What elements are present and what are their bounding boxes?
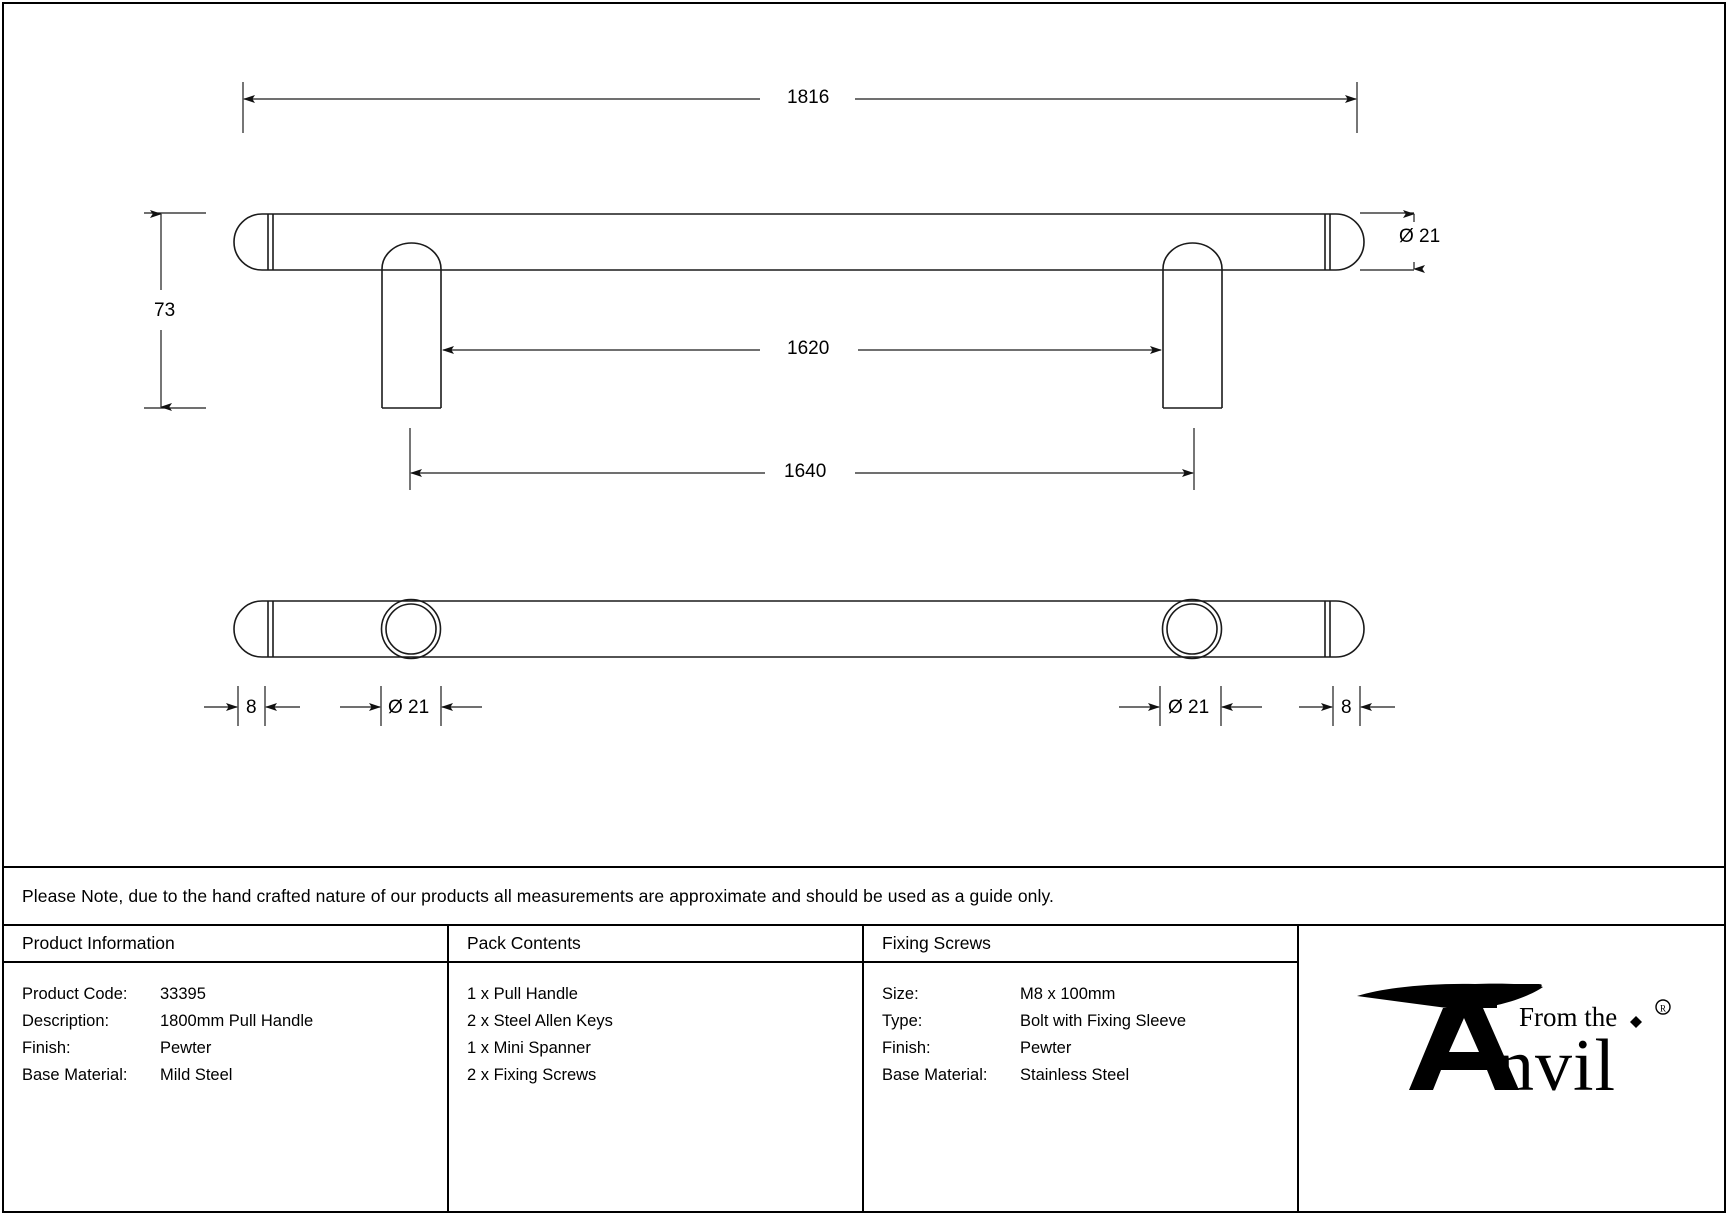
please-note-text: Please Note, due to the hand crafted nat…: [22, 885, 1055, 906]
dimension-label-right-rose: Ø 21: [1168, 697, 1210, 718]
screw-type-label: Type:: [882, 1012, 923, 1030]
pack-contents-heading: Pack Contents: [449, 926, 862, 963]
base-material-value: Mild Steel: [160, 1066, 233, 1084]
screw-size-label: Size:: [882, 985, 919, 1003]
anvil-logo-graphic: nvil From the R From the Anvil: [1347, 978, 1677, 1098]
technical-drawing-area: 1816 73 1620 1640 Ø 21 8 Ø 21 Ø 21 8: [144, 82, 1441, 726]
dimension-label-right-8: 8: [1341, 697, 1352, 718]
list-item: 2 x Fixing Screws: [467, 1066, 597, 1084]
base-material-label: Base Material:: [22, 1066, 128, 1084]
description-value: 1800mm Pull Handle: [160, 1012, 314, 1030]
product-code-value: 33395: [160, 985, 206, 1003]
screw-base-material-label: Base Material:: [882, 1066, 988, 1084]
dimension-1816: [242, 82, 1358, 133]
brand-logo-column: nvil From the R From the Anvil: [1299, 926, 1724, 1213]
svg-text:nvil: nvil: [1497, 1025, 1616, 1098]
dimension-label-1640: 1640: [784, 461, 827, 482]
finish-label: Finish:: [22, 1039, 71, 1057]
dimension-diameter-21-side: [1360, 210, 1425, 273]
dimension-label-left-8: 8: [246, 697, 257, 718]
description-label: Description:: [22, 1012, 110, 1030]
table-row: Finish: Pewter: [22, 1035, 447, 1062]
svg-text:From the: From the: [1519, 1002, 1617, 1032]
brand-registered: ®: [1347, 1098, 1348, 1099]
small-dimensions: [204, 686, 1395, 726]
finish-value: Pewter: [160, 1039, 212, 1057]
dimension-label-left-rose: Ø 21: [388, 697, 430, 718]
dimension-1640: [409, 428, 1195, 490]
fixing-screws-heading: Fixing Screws: [864, 926, 1297, 963]
please-note-row: Please Note, due to the hand crafted nat…: [4, 866, 1724, 924]
handle-plan-view: [233, 598, 1365, 660]
brand-line2: Anvil: [1347, 1098, 1348, 1099]
dimension-label-bar-diameter: Ø 21: [1399, 226, 1441, 247]
dimension-73: [144, 210, 206, 411]
rose-right-inner: [1166, 603, 1218, 655]
table-row: Product Code: 33395: [22, 981, 447, 1008]
table-row: Description: 1800mm Pull Handle: [22, 1008, 447, 1035]
anvil-icon: nvil From the R: [1356, 983, 1671, 1098]
list-item: 2 x Steel Allen Keys: [467, 1012, 613, 1030]
rose-right-outer: [1161, 598, 1223, 660]
brand-logo: nvil From the R From the Anvil: [1299, 978, 1724, 1098]
screw-size-value: M8 x 100mm: [1020, 985, 1116, 1003]
product-information-heading: Product Information: [4, 926, 447, 963]
dimension-label-1816: 1816: [787, 87, 830, 108]
pack-contents-column: Pack Contents 1 x Pull Handle 2 x Steel …: [449, 926, 864, 1213]
fixing-screws-body: Size: M8 x 100mm Type: Bolt with Fixing …: [864, 963, 1297, 1089]
product-code-label: Product Code:: [22, 985, 128, 1003]
dimension-label-73: 73: [154, 300, 176, 321]
table-row: Finish: Pewter: [882, 1035, 1297, 1062]
list-item: 1 x Pull Handle: [467, 985, 578, 1003]
screw-base-material-value: Stainless Steel: [1020, 1066, 1130, 1084]
table-row: Base Material: Stainless Steel: [882, 1062, 1297, 1089]
product-information-column: Product Information Product Code: 33395 …: [4, 926, 449, 1213]
list-item: 1 x Mini Spanner: [467, 1039, 591, 1057]
dimension-label-1620: 1620: [787, 338, 830, 359]
screw-finish-label: Finish:: [882, 1039, 931, 1057]
table-row: Size: M8 x 100mm: [882, 981, 1297, 1008]
table-row: Type: Bolt with Fixing Sleeve: [882, 1008, 1297, 1035]
rose-left-outer: [380, 598, 442, 660]
product-information-body: Product Code: 33395 Description: 1800mm …: [4, 963, 447, 1089]
rose-left-inner: [385, 603, 437, 655]
handle-elevation-view: [233, 213, 1365, 409]
information-table: Product Information Product Code: 33395 …: [4, 924, 1724, 1213]
table-row: Base Material: Mild Steel: [22, 1062, 447, 1089]
handle-drawing-svg: [144, 82, 1425, 726]
svg-text:R: R: [1659, 1004, 1665, 1014]
screw-finish-value: Pewter: [1020, 1039, 1072, 1057]
fixing-screws-column: Fixing Screws Size: M8 x 100mm Type: Bol…: [864, 926, 1299, 1213]
brand-line1: From the: [1347, 1098, 1348, 1099]
pack-contents-body: 1 x Pull Handle 2 x Steel Allen Keys 1 x…: [449, 963, 862, 1089]
screw-type-value: Bolt with Fixing Sleeve: [1020, 1012, 1186, 1030]
